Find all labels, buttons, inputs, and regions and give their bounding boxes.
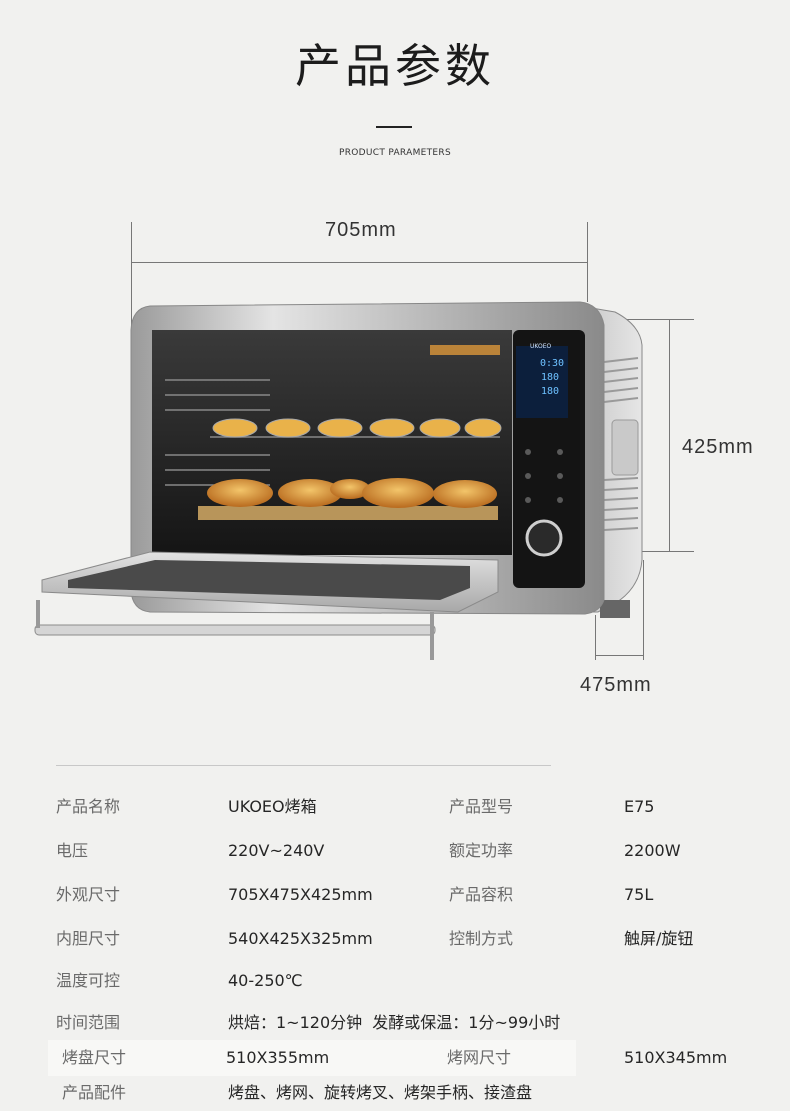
spec-value: 触屏/旋钮	[624, 929, 694, 948]
lcd-temp-1: 180	[541, 372, 560, 383]
spec-label: 外观尺寸	[56, 885, 121, 904]
spec-row: 产品名称 UKOEO烤箱 产品型号 E75	[0, 789, 790, 825]
depth-dimension-line	[595, 655, 643, 656]
side-recess	[611, 419, 639, 476]
spec-label: 烤盘尺寸	[62, 1048, 127, 1067]
spec-row: 电压 220V~240V 额定功率 2200W	[0, 833, 790, 869]
spec-value: 75L	[624, 885, 654, 904]
baking-tray	[198, 506, 498, 520]
lcd-brand: UKOEO	[530, 343, 552, 350]
spec-value: 2200W	[624, 841, 681, 860]
depth-tick-right	[643, 560, 644, 660]
spec-row: 烤盘尺寸 510X355mm 烤网尺寸	[48, 1040, 576, 1076]
width-tick-right	[587, 222, 588, 302]
depth-dimension-label: 475mm	[580, 674, 652, 696]
spec-label: 产品容积	[449, 885, 514, 904]
spec-row: 时间范围 烘焙：1~120分钟 发酵或保温：1分~99小时	[0, 1005, 790, 1041]
width-tick-left	[131, 222, 132, 342]
height-dimension-line	[669, 319, 670, 551]
spec-value: 烘焙：1~120分钟 发酵或保温：1分~99小时	[228, 1013, 561, 1032]
bread-rolls	[207, 478, 497, 508]
section-divider	[56, 765, 551, 766]
touch-buttons	[525, 449, 563, 503]
title-underline	[376, 126, 412, 128]
spec-label: 时间范围	[56, 1013, 121, 1032]
spec-label: 额定功率	[449, 841, 514, 860]
heating-glow	[430, 345, 500, 355]
page-subtitle: PRODUCT PARAMETERS	[339, 148, 451, 158]
width-dimension-line	[131, 262, 587, 263]
spec-value: UKOEO烤箱	[228, 797, 317, 816]
depth-tick-left	[595, 615, 596, 660]
spec-label: 烤网尺寸	[447, 1048, 512, 1067]
width-dimension-label: 705mm	[325, 219, 397, 241]
spec-row: 外观尺寸 705X475X425mm 产品容积 75L	[0, 877, 790, 913]
spec-value: 705X475X425mm	[228, 885, 373, 904]
lcd-temp-2: 180	[541, 386, 560, 397]
spec-label: 产品名称	[56, 797, 121, 816]
page-title: 产品参数	[295, 39, 495, 93]
oven-foot-right	[600, 600, 630, 618]
egg-tarts	[212, 418, 502, 438]
spec-row: 产品配件 烤盘、烤网、旋转烤叉、烤架手柄、接渣盘	[0, 1075, 790, 1111]
spec-label: 产品配件	[62, 1083, 127, 1102]
control-knob	[525, 519, 563, 557]
spec-label: 产品型号	[449, 797, 514, 816]
spec-row: 温度可控 40-250℃	[0, 963, 790, 999]
height-tick-bottom	[610, 551, 694, 552]
spec-label: 电压	[56, 841, 89, 860]
door-glass	[68, 560, 470, 600]
height-dimension-label: 425mm	[682, 436, 754, 458]
lcd-time: 0:30	[540, 358, 565, 369]
spec-label: 控制方式	[449, 929, 514, 948]
spec-value: 40-250℃	[228, 971, 303, 990]
spec-value: 烤盘、烤网、旋转烤叉、烤架手柄、接渣盘	[228, 1083, 533, 1102]
spec-value: 510X345mm	[624, 1048, 728, 1067]
height-tick-top	[610, 319, 694, 320]
spec-value: E75	[624, 797, 655, 816]
spec-label: 温度可控	[56, 971, 121, 990]
spec-value: 220V~240V	[228, 841, 325, 860]
spec-row: 内胆尺寸 540X425X325mm 控制方式 触屏/旋钮	[0, 921, 790, 957]
spec-value: 510X355mm	[226, 1048, 330, 1067]
spec-value: 540X425X325mm	[228, 929, 373, 948]
oven-rack-wires	[165, 379, 500, 486]
side-vents	[603, 357, 639, 531]
door-handle	[34, 624, 436, 636]
lcd-display	[516, 346, 568, 418]
spec-label: 内胆尺寸	[56, 929, 121, 948]
